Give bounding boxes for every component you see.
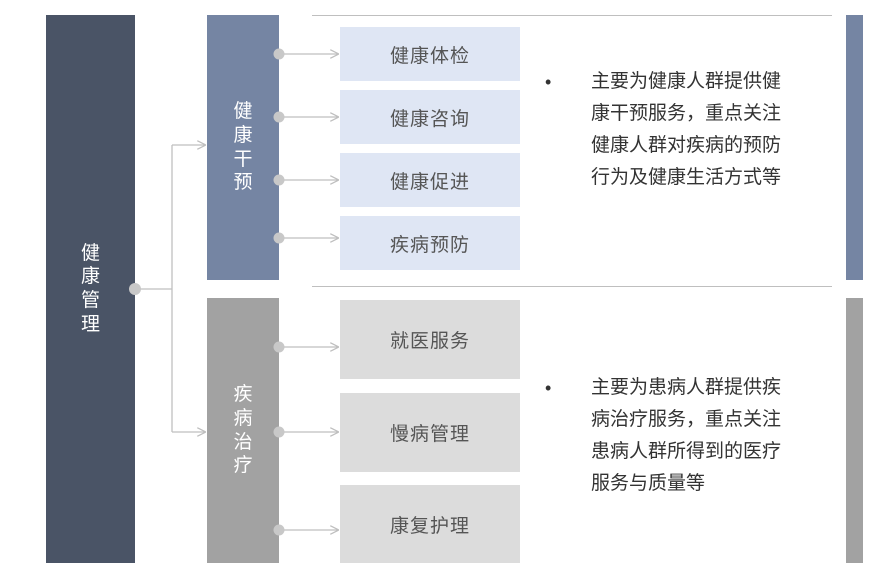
connector-node-dot xyxy=(273,524,285,536)
root-node-label: 健康管理 xyxy=(80,242,100,335)
connector-node-dot xyxy=(129,283,141,295)
item-box: 疾病预防 xyxy=(340,216,520,270)
connector-node-dot xyxy=(273,174,285,186)
description-text: 主要为患病人群提供疾病治疗服务，重点关注患病人群所得到的医疗服务与质量等 xyxy=(591,377,782,494)
item-label: 康复护理 xyxy=(389,515,470,537)
item-box: 康复护理 xyxy=(340,485,520,563)
category-label: 健康干预 xyxy=(233,101,253,194)
divider-line-middle xyxy=(312,286,832,287)
item-box: 健康体检 xyxy=(340,27,520,81)
connector-node-dot xyxy=(273,341,285,353)
category-label: 疾病治疗 xyxy=(233,384,253,477)
item-label: 健康促进 xyxy=(389,171,470,193)
description-text: 主要为健康人群提供健康干预服务，重点关注健康人群对疾病的预防行为及健康生活方式等 xyxy=(591,71,782,188)
divider-line-top xyxy=(312,15,832,16)
description-block-disease-treatment: • 主要为患病人群提供疾病治疗服务，重点关注患病人群所得到的医疗服务与质量等 xyxy=(545,372,805,500)
category-box-disease-treatment: 疾病治疗 xyxy=(207,298,279,563)
item-box: 健康促进 xyxy=(340,153,520,207)
item-label: 健康咨询 xyxy=(389,108,470,130)
item-label: 健康体检 xyxy=(389,45,470,67)
connector-node-dot xyxy=(273,426,285,438)
item-box: 就医服务 xyxy=(340,300,520,379)
item-box: 健康咨询 xyxy=(340,90,520,144)
item-label: 疾病预防 xyxy=(389,234,470,256)
connector-node-dot xyxy=(273,111,285,123)
category-box-health-intervention: 健康干预 xyxy=(207,15,279,280)
bullet-icon: • xyxy=(545,72,552,92)
accent-bar-bottom xyxy=(846,298,863,563)
connector-node-dot xyxy=(273,232,285,244)
item-box: 慢病管理 xyxy=(340,393,520,472)
accent-bar-top xyxy=(846,15,863,280)
root-node-box: 健康管理 xyxy=(46,15,135,563)
connector-node-dot xyxy=(273,48,285,60)
item-label: 慢病管理 xyxy=(389,424,470,445)
item-label: 就医服务 xyxy=(389,331,470,352)
bullet-icon: • xyxy=(545,378,552,398)
description-block-health-intervention: • 主要为健康人群提供健康干预服务，重点关注健康人群对疾病的预防行为及健康生活方… xyxy=(545,66,805,194)
